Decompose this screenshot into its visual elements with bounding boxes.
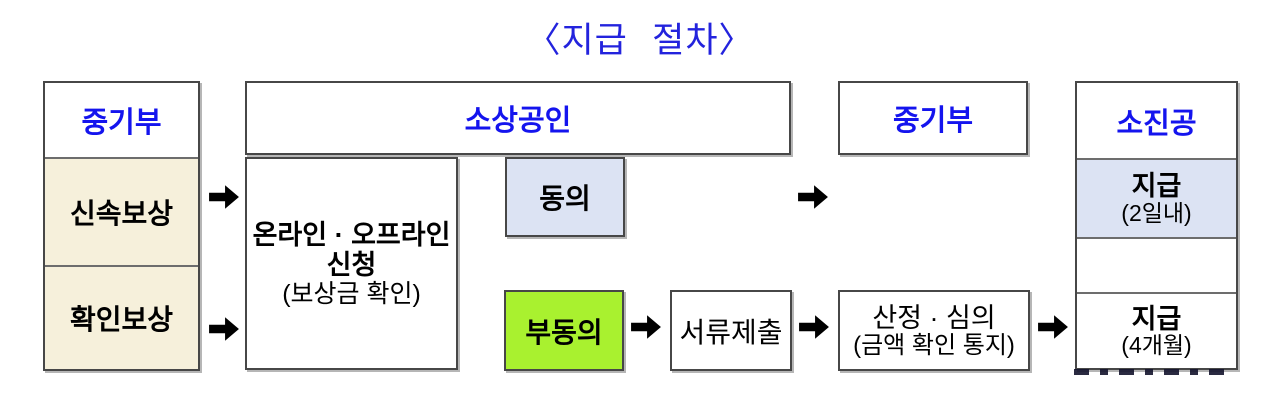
pay-fast-cell: 지급 (2일내) <box>1077 158 1236 237</box>
document-submit-box: 서류제출 <box>670 290 792 371</box>
flow-arrow-icon <box>1037 313 1069 341</box>
apply-sub: (보상금 확인) <box>282 279 421 308</box>
flow-arrow-icon <box>798 313 830 341</box>
disagree-box: 부동의 <box>504 290 624 371</box>
agree-box: 동의 <box>505 157 625 237</box>
review-line1: 산정 · 심의 <box>872 302 996 333</box>
pay-confirm-sub: (4개월) <box>1121 332 1192 359</box>
sojin-column: 소진공 지급 (2일내) 지급 (4개월) <box>1075 81 1238 370</box>
pay-fast-label: 지급 <box>1131 171 1182 202</box>
apply-line2: 신청 <box>326 250 377 281</box>
pay-fast-sub: (2일내) <box>1121 199 1192 226</box>
review-box: 산정 · 심의 (금액 확인 통지) <box>838 290 1030 371</box>
online-offline-apply-box: 온라인 · 오프라인 신청 (보상금 확인) <box>245 157 458 370</box>
pay-confirm-cell: 지급 (4개월) <box>1077 292 1236 368</box>
pay-confirm-label: 지급 <box>1131 303 1182 334</box>
flow-arrow-icon <box>797 183 829 211</box>
sojin-column-gap <box>1077 237 1236 292</box>
jungkibu-header-box: 중기부 <box>838 81 1028 155</box>
fast-compensation-cell: 신속보상 <box>45 157 198 265</box>
flow-arrow-icon <box>208 183 240 211</box>
sosanggongin-header-box: 소상공인 <box>245 81 791 155</box>
review-sub: (금액 확인 통지) <box>853 332 1015 360</box>
confirm-compensation-cell: 확인보상 <box>45 265 198 369</box>
watermark-artifact <box>1074 369 1232 375</box>
apply-line1: 온라인 · 오프라인 <box>252 220 451 251</box>
sojin-column-header: 소진공 <box>1116 107 1197 140</box>
flow-arrow-icon <box>630 313 662 341</box>
left-column: 중기부 신속보상 확인보상 <box>43 81 200 371</box>
left-column-header: 중기부 <box>81 107 162 139</box>
flow-arrow-icon <box>208 315 240 343</box>
diagram-title: 〈지급 절차〉 <box>525 21 755 61</box>
